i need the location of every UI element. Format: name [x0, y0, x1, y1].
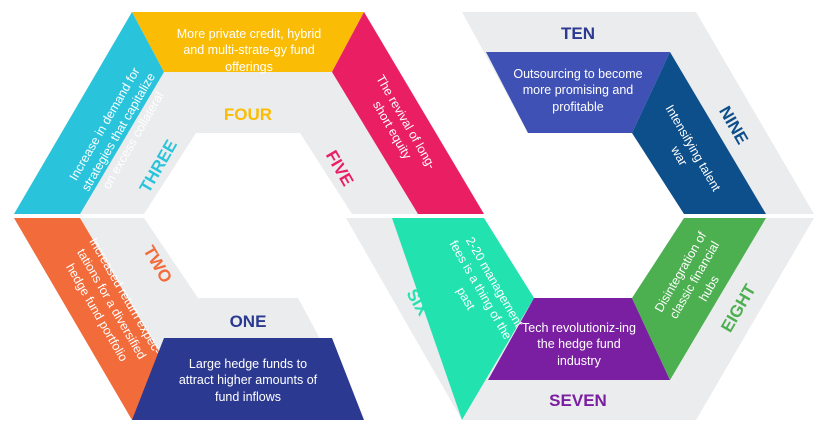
segment-one-fill [132, 338, 364, 420]
segment-four-label: FOUR [223, 105, 273, 124]
segment-ten-text: Outsourcing to become more promising and… [513, 67, 643, 114]
segment-four-text: More private credit, hybrid and multi-st… [176, 27, 322, 74]
segment-ten-label: TEN [561, 24, 595, 43]
segment-one-label: ONE [229, 312, 267, 331]
segment-three-fill [14, 12, 164, 214]
segment-eight-fill [632, 218, 766, 380]
segment-one-text: Large hedge funds to attract higher amou… [178, 357, 318, 404]
segment-seven-label: SEVEN [549, 391, 607, 410]
segment-ten-fill [486, 52, 670, 133]
segment-two-fill [14, 218, 164, 420]
segment-six-fill [392, 218, 534, 420]
segment-nine-fill [632, 52, 766, 214]
segment-five-fill [332, 12, 484, 214]
segment-four-fill [132, 12, 364, 72]
segment-seven-text: Tech revolutioniz-ing the hedge fund ind… [522, 321, 636, 368]
segment-seven-fill [488, 298, 670, 380]
